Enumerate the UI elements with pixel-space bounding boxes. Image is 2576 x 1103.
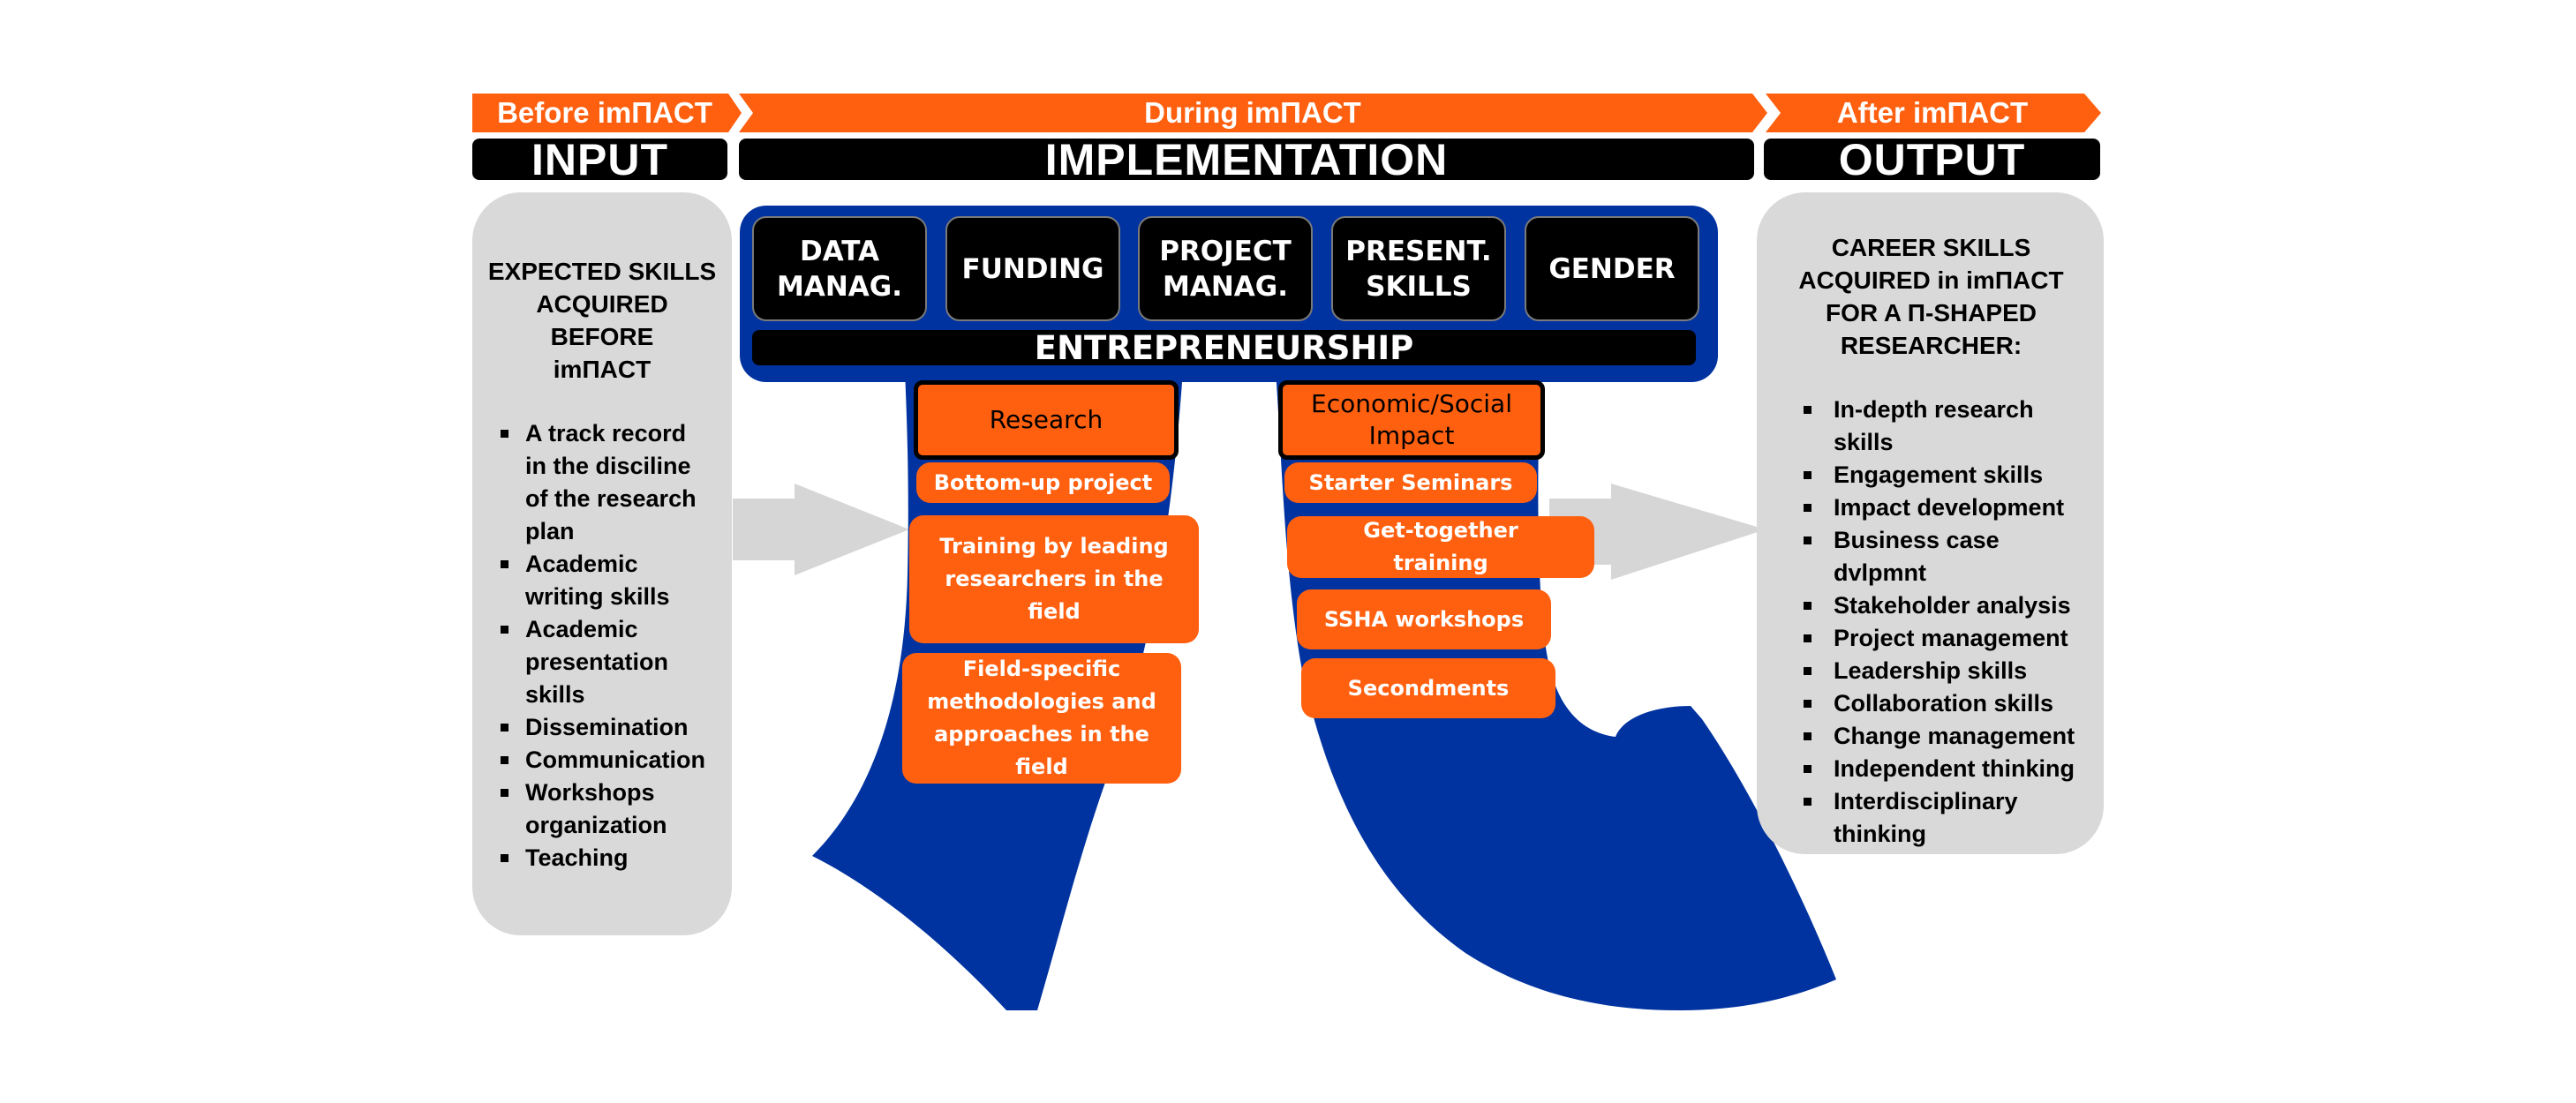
list-item: Academic writing skills <box>499 548 711 613</box>
leg-item: Secondments <box>1301 658 1555 718</box>
list-item: In-depth research skills <box>1802 394 2098 459</box>
input-arrow <box>733 484 909 575</box>
skill-project-management: PROJECT MANAG. <box>1138 216 1313 321</box>
output-title-line: CAREER SKILLS <box>1831 234 2031 261</box>
input-header: INPUT <box>472 135 727 184</box>
skill-funding: FUNDING <box>945 216 1120 321</box>
list-item: Engagement skills <box>1802 459 2098 491</box>
during-banner-shape <box>739 94 1767 132</box>
before-banner-shape <box>472 94 742 132</box>
list-item: Workshops organization <box>499 777 711 842</box>
implementation-header: IMPLEMENTATION <box>739 135 1754 184</box>
input-panel <box>472 192 732 935</box>
list-item: Independent thinking <box>1802 753 2098 785</box>
during-impact-label: During imΠACT <box>1144 96 1361 129</box>
output-panel <box>1757 192 2104 854</box>
list-item: A track record in the disciline of the r… <box>499 417 711 548</box>
entrepreneurship-bar: ENTREPRENEURSHIP <box>752 329 1696 367</box>
input-panel-title: EXPECTED SKILLS ACQUIRED BEFORE imΠACT <box>481 255 723 386</box>
list-item: Impact development <box>1802 491 2098 524</box>
list-item: Collaboration skills <box>1802 687 2098 720</box>
list-item: Teaching <box>499 842 711 874</box>
before-impact-label: Before imΠACT <box>497 96 712 129</box>
after-banner-shape <box>1766 94 2101 132</box>
list-item: Project management <box>1802 622 2098 655</box>
skill-presentation: PRESENT. SKILLS <box>1331 216 1506 321</box>
list-item: Stakeholder analysis <box>1802 589 2098 622</box>
list-item: Change management <box>1802 720 2098 753</box>
list-item: Academic presentation skills <box>499 613 711 711</box>
list-item: Leadership skills <box>1802 655 2098 687</box>
after-impact-label: After imΠACT <box>1836 96 2029 129</box>
output-title-line: ACQUIRED in imΠACT <box>1798 266 2064 294</box>
impact-title: Economic/Social Impact <box>1278 380 1545 460</box>
list-item: Interdisciplinary thinking <box>1802 785 2018 851</box>
skill-gender: GENDER <box>1525 216 1699 321</box>
output-skills-list: In-depth research skills Engagement skil… <box>1796 394 2098 851</box>
output-title-line: FOR A Π-SHAPED <box>1825 299 2037 326</box>
output-title-line: RESEARCHER: <box>1840 332 2022 359</box>
output-header: OUTPUT <box>1764 135 2100 184</box>
list-item: Communication <box>499 744 711 777</box>
list-item: Dissemination <box>499 711 711 744</box>
input-title-line: BEFORE <box>550 323 654 350</box>
leg-item: Get-together training <box>1287 516 1594 578</box>
research-title: Research <box>914 380 1179 460</box>
leg-item: Field-specific methodologies and approac… <box>902 653 1181 784</box>
input-title-line: imΠACT <box>553 356 652 383</box>
input-title-line: ACQUIRED <box>536 290 668 318</box>
output-panel-title: CAREER SKILLS ACQUIRED in imΠACT FOR A Π… <box>1770 231 2092 362</box>
input-title-line: EXPECTED SKILLS <box>487 258 717 285</box>
leg-item: Training by leading researchers in the f… <box>909 515 1199 643</box>
leg-item: SSHA workshops <box>1297 589 1551 649</box>
list-item: Business case dvlpmnt <box>1802 524 2098 589</box>
leg-item: Starter Seminars <box>1284 462 1537 503</box>
leg-item: Bottom-up project <box>916 462 1170 503</box>
skill-data-management: DATA MANAG. <box>752 216 927 321</box>
output-arrow <box>1549 484 1766 580</box>
input-skills-list: A track record in the disciline of the r… <box>499 417 711 874</box>
